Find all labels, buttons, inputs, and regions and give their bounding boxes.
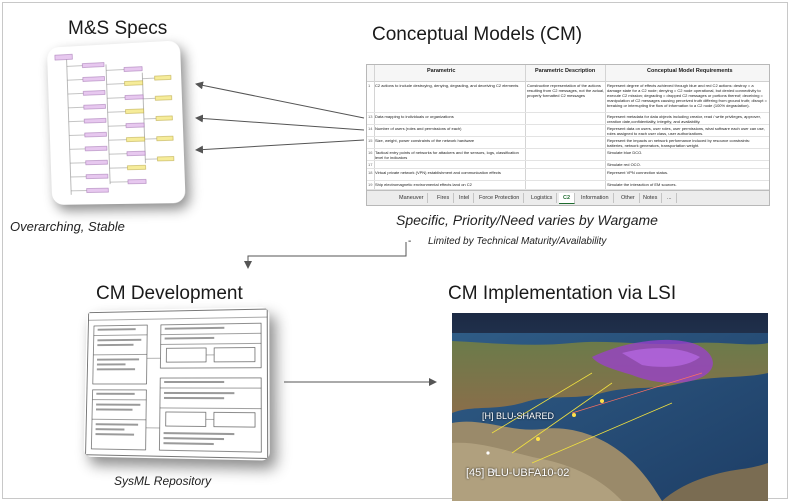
tab-more[interactable]: ...: [663, 193, 677, 203]
terrain-graphic: [452, 313, 768, 501]
sysml-block-graphic: [84, 307, 270, 461]
cm-spreadsheet: Parametric Parametric Description Concep…: [366, 64, 770, 206]
table-row: 18 Virtual private network (VPN) establi…: [367, 169, 769, 181]
map-label-blu-shared: [H] BLU-SHARED: [482, 411, 555, 421]
tab-force-protection[interactable]: Force Protection: [475, 193, 525, 203]
lsi-map-view: [H] BLU-SHARED [45] BLU-UBFA10-02: [452, 313, 768, 501]
tab-intel[interactable]: Intel: [455, 193, 475, 203]
header-parametric-description: Parametric Description: [535, 68, 596, 74]
tab-information[interactable]: Information: [577, 193, 614, 203]
title-cm-development: CM Development: [96, 283, 243, 304]
table-row: 13 Data mapping to individuals or organi…: [367, 113, 769, 125]
tab-maneuver[interactable]: Maneuver: [395, 193, 429, 203]
specs-tree-graphic: [55, 54, 186, 205]
table-row: 16 Tactical entry points of networks for…: [367, 149, 769, 161]
spreadsheet-body: 1 C2 actions to include destroying, deny…: [367, 82, 769, 190]
ms-specs-document: [46, 40, 186, 205]
tab-c2[interactable]: C2: [559, 193, 576, 204]
cm-to-development-arrow: [244, 242, 407, 269]
spec-to-cm-arrows: [195, 81, 365, 154]
caption-limited-technical: Limited by Technical Maturity/Availabili…: [428, 236, 607, 247]
table-row: 15 Size, weight, power constraints of th…: [367, 137, 769, 149]
table-row: 14 Number of users (roles and permission…: [367, 125, 769, 137]
map-label-blu-ubfa: [45] BLU-UBFA10-02: [466, 467, 570, 479]
caption-bullet-dash: -: [408, 236, 412, 247]
sysml-diagram: [83, 307, 270, 461]
caption-overarching-stable: Overarching, Stable: [10, 219, 125, 234]
title-ms-specs: M&S Specs: [68, 18, 168, 39]
tab-fires[interactable]: Fires: [433, 193, 455, 203]
title-cm-implementation: CM Implementation via LSI: [448, 283, 677, 304]
table-row: 19 Ship electromagnetic environmental ef…: [367, 181, 769, 190]
caption-sysml-repository: SysML Repository: [114, 474, 212, 488]
header-cm-requirements: Conceptual Model Requirements: [647, 68, 733, 74]
header-parametric: Parametric: [427, 68, 456, 74]
tab-notes[interactable]: Notes: [639, 193, 663, 203]
caption-specific-priority: Specific, Priority/Need varies by Wargam…: [396, 212, 658, 228]
sheet-tab-bar: Maneuver Fires Intel Force Protection Lo…: [367, 190, 769, 205]
title-conceptual-models: Conceptual Models (CM): [372, 24, 583, 45]
tab-logistics[interactable]: Logistics: [527, 193, 558, 203]
spreadsheet-header-row: Parametric Parametric Description Concep…: [367, 65, 769, 82]
table-row: 1 C2 actions to include destroying, deny…: [367, 82, 769, 113]
tab-other[interactable]: Other: [617, 193, 640, 203]
table-row: 17 Simulate red OCO.: [367, 161, 769, 169]
